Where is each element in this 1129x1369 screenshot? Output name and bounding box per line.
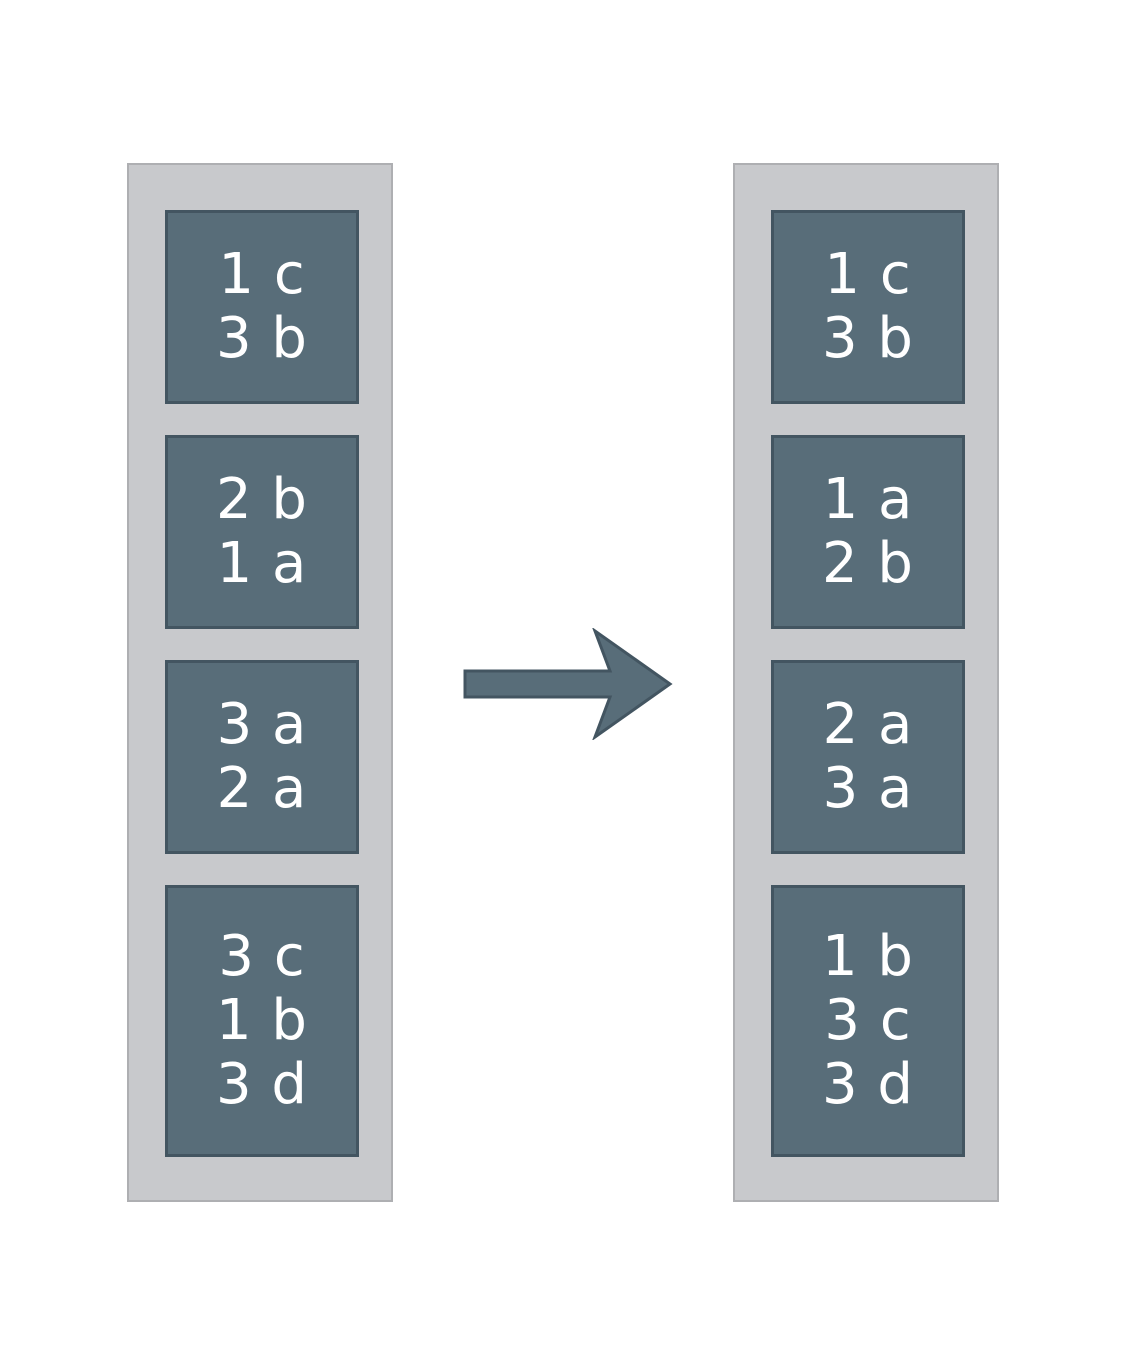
right-block-1: 1 c 3 b <box>771 210 965 404</box>
right-arrow-icon <box>463 628 673 740</box>
block-line: 3 d <box>216 1052 308 1117</box>
right-block-4: 1 b 3 c 3 d <box>771 885 965 1157</box>
right-column: 1 c 3 b 1 a 2 b 2 a 3 a 1 b 3 c 3 d <box>733 163 999 1202</box>
block-line: 2 a <box>216 756 308 821</box>
left-column: 1 c 3 b 2 b 1 a 3 a 2 a 3 c 1 b 3 d <box>127 163 393 1202</box>
block-line: 1 a <box>822 467 914 532</box>
left-block-2: 2 b 1 a <box>165 435 359 629</box>
block-line: 3 b <box>216 306 308 371</box>
block-line: 3 c <box>824 988 912 1053</box>
block-line: 2 b <box>216 467 308 532</box>
block-line: 3 c <box>218 924 306 989</box>
block-line: 2 a <box>822 692 914 757</box>
block-line: 1 b <box>822 924 914 989</box>
block-line: 3 a <box>822 756 914 821</box>
block-line: 1 c <box>218 242 306 307</box>
block-line: 3 b <box>822 306 914 371</box>
left-block-4: 3 c 1 b 3 d <box>165 885 359 1157</box>
left-block-1: 1 c 3 b <box>165 210 359 404</box>
block-line: 1 c <box>824 242 912 307</box>
block-line: 1 a <box>216 531 308 596</box>
block-line: 2 b <box>822 531 914 596</box>
right-block-3: 2 a 3 a <box>771 660 965 854</box>
right-block-2: 1 a 2 b <box>771 435 965 629</box>
left-block-3: 3 a 2 a <box>165 660 359 854</box>
block-line: 1 b <box>216 988 308 1053</box>
block-line: 3 d <box>822 1052 914 1117</box>
block-line: 3 a <box>216 692 308 757</box>
